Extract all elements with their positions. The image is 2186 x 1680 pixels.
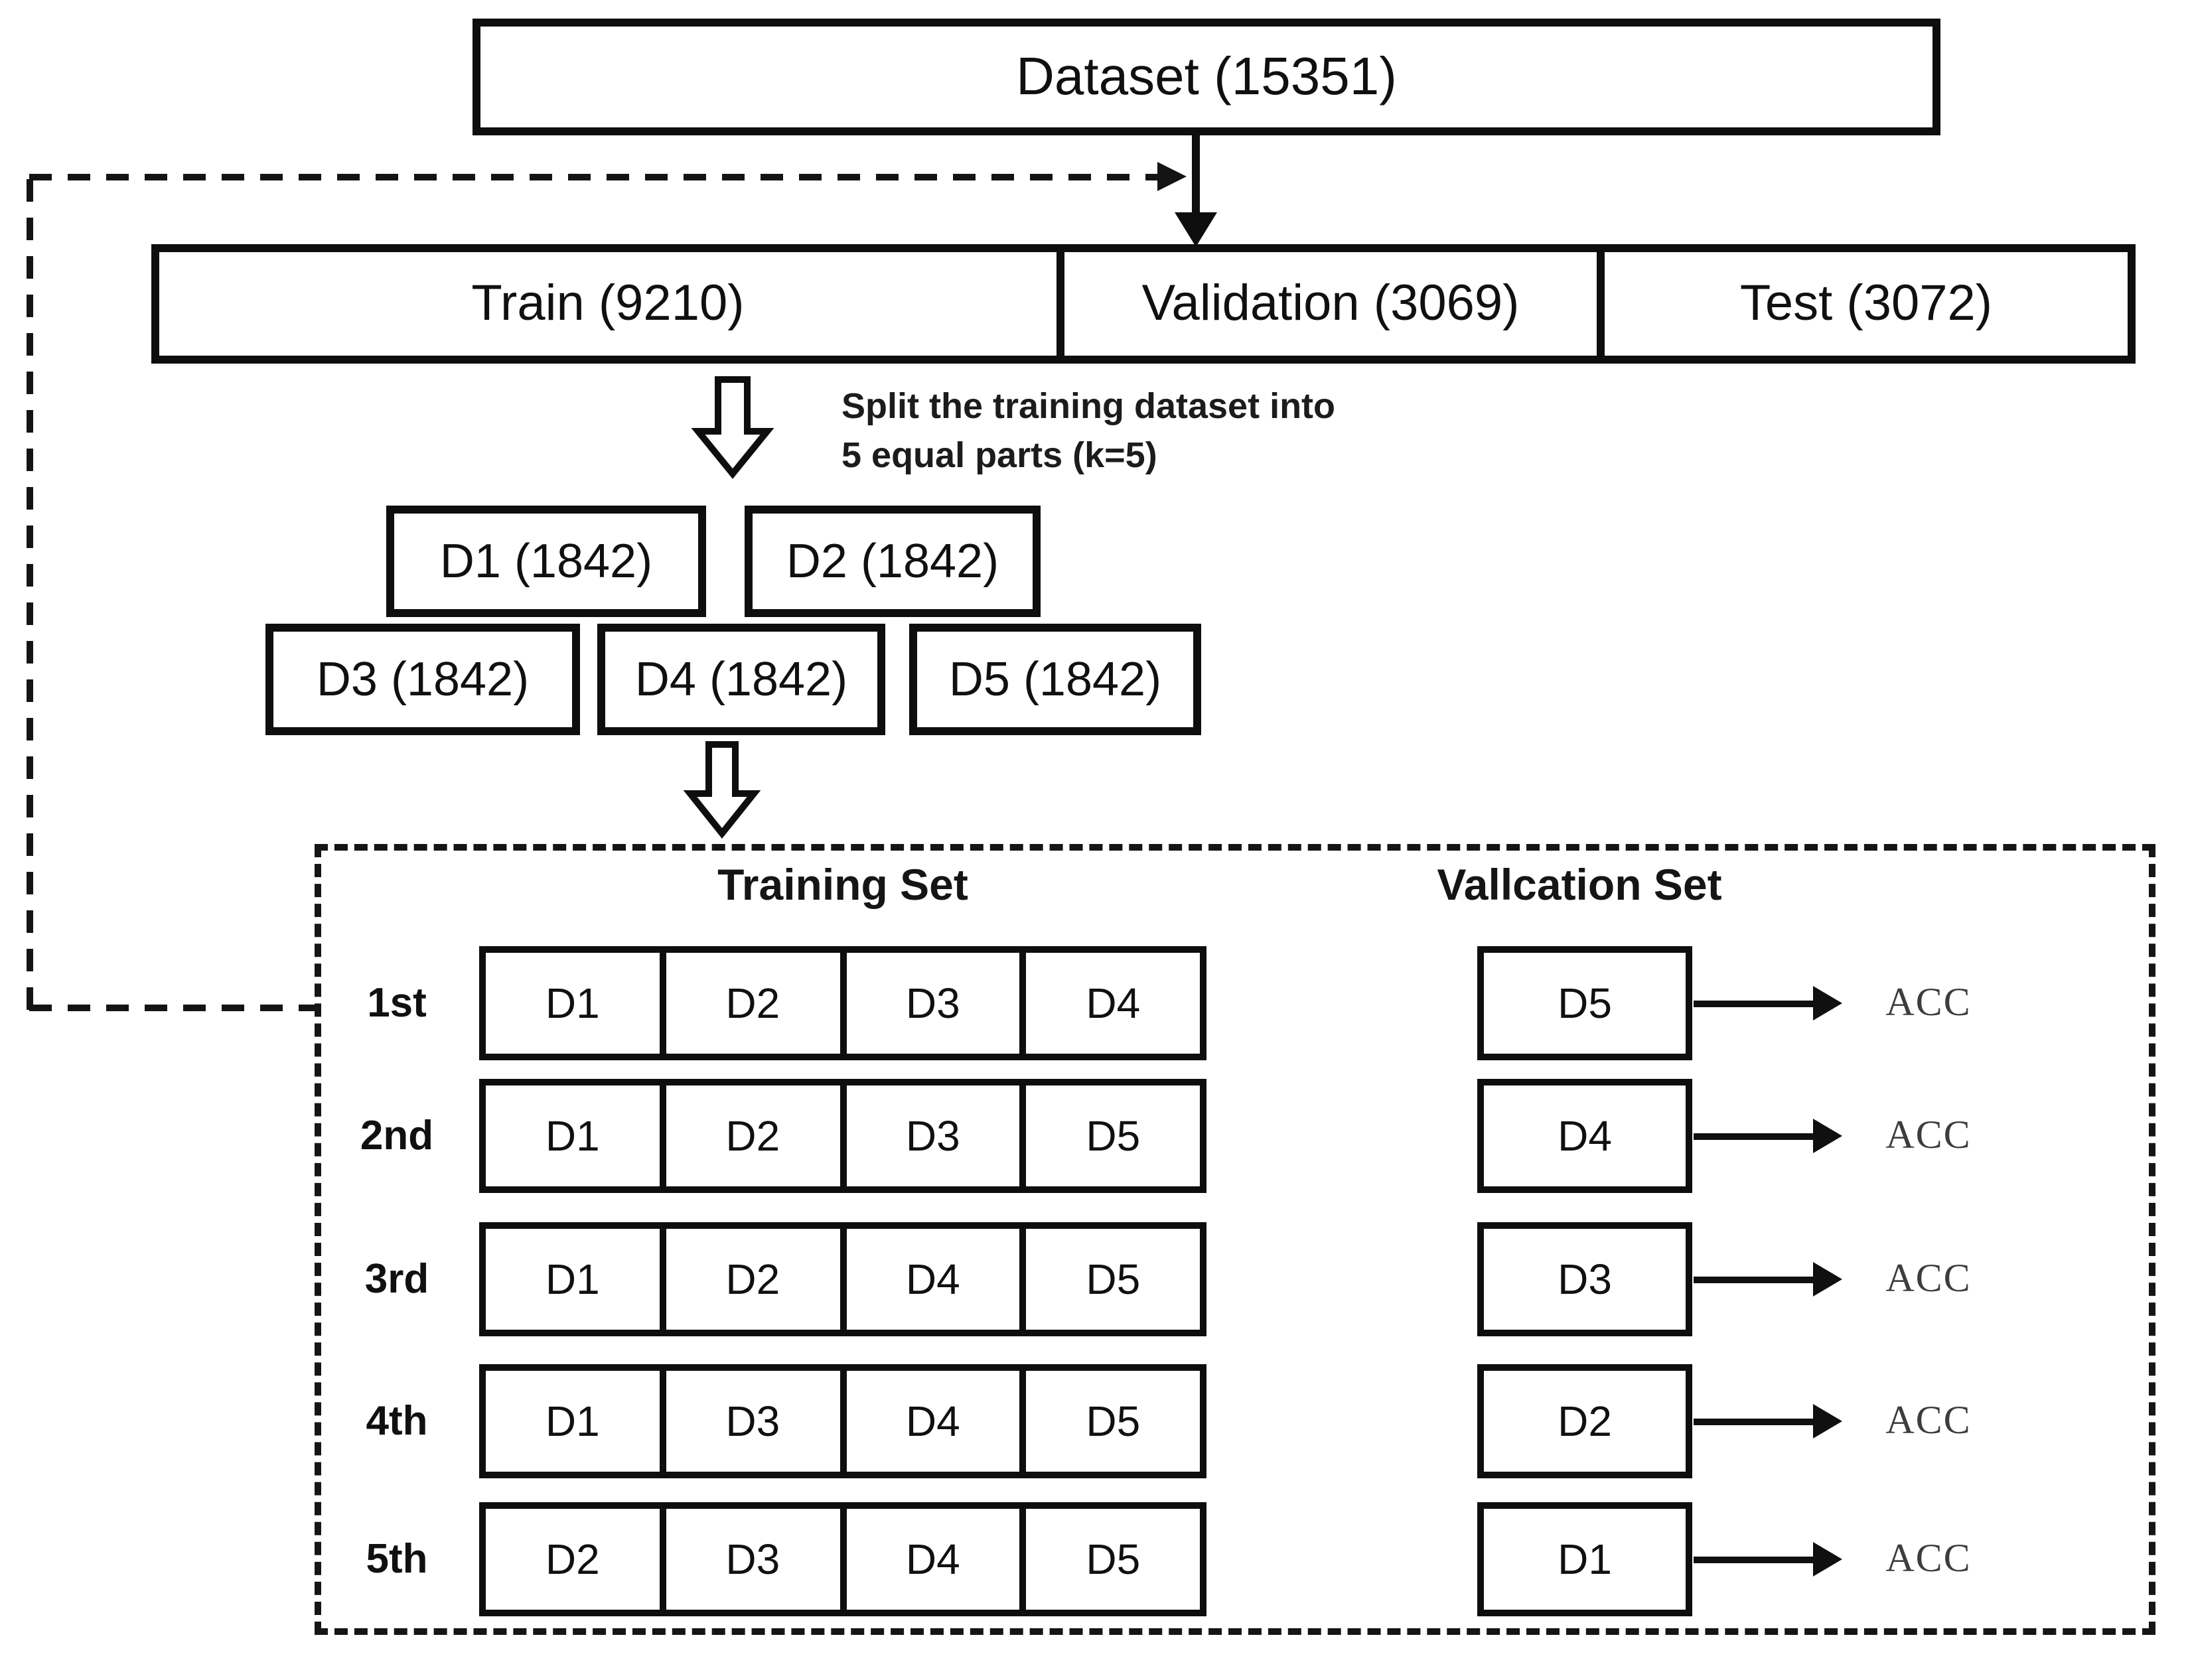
fold-4-acc-arrow-line [1694, 1419, 1817, 1425]
part-box-d1: D1 (1842) [386, 506, 706, 617]
fold-1-acc-label: ACC [1885, 981, 1972, 1024]
part-box-d5: D5 (1842) [909, 624, 1201, 735]
part-d1-label: D1 (1842) [439, 533, 653, 588]
split-note-line1: Split the training dataset into [841, 386, 1336, 426]
fold-3-train-cell: D2 [659, 1222, 846, 1336]
fold-2-validation-box: D4 [1477, 1079, 1692, 1193]
split-note: Split the training dataset into 5 equal … [841, 382, 1335, 480]
part-d4-label: D4 (1842) [634, 652, 848, 706]
right-arrow-icon [1813, 1404, 1842, 1438]
right-arrow-icon [1813, 986, 1842, 1020]
fold-1-train-cell: D3 [839, 946, 1027, 1060]
fold-3-acc-label: ACC [1885, 1257, 1972, 1300]
fold-4-training-cells: D1 D3 D4 D5 [479, 1364, 1206, 1478]
training-set-header: Training Set [717, 860, 968, 909]
right-arrow-icon [1157, 162, 1187, 191]
part-d5-label: D5 (1842) [948, 652, 1162, 706]
data-split-row: Train (9210) Validation (3069) Test (307… [151, 244, 2136, 364]
fold-4-validation-box: D2 [1477, 1364, 1692, 1478]
fold-row-1: 1st D1 D2 D3 D4 D5 ACC [0, 946, 2186, 1060]
fold-2-acc-arrow-line [1694, 1133, 1817, 1140]
dataset-box: Dataset (15351) [473, 19, 1940, 135]
hollow-down-arrow-icon [691, 376, 774, 479]
split-note-line2: 5 equal parts (k=5) [841, 435, 1157, 475]
fold-3-train-cell: D5 [1019, 1222, 1206, 1336]
fold-4-train-cell: D3 [659, 1364, 846, 1478]
fold-3-label: 3rd [364, 1255, 429, 1302]
part-box-d2: D2 (1842) [745, 506, 1041, 617]
fold-4-train-cell: D4 [839, 1364, 1027, 1478]
dataset-arrow-line [1192, 134, 1200, 219]
train-box: Train (9210) [151, 244, 1064, 364]
fold-5-train-cell: D4 [839, 1502, 1027, 1616]
part-box-d3: D3 (1842) [265, 624, 580, 735]
test-label: Test (3072) [1739, 275, 1993, 331]
validation-set-header: Vallcation Set [1437, 860, 1722, 909]
fold-1-label: 1st [367, 979, 427, 1026]
fold-5-acc-label: ACC [1885, 1537, 1972, 1580]
fold-2-label: 2nd [360, 1112, 434, 1158]
repeat-loop-bottom-dashed-line [29, 1005, 317, 1011]
fold-row-5: 5th D2 D3 D4 D5 D1 ACC [0, 1502, 2186, 1616]
fold-1-acc-arrow-line [1694, 1001, 1817, 1007]
fold-2-train-cell: D2 [659, 1079, 846, 1193]
fold-5-validation-box: D1 [1477, 1502, 1692, 1616]
fold-2-train-cell: D3 [839, 1079, 1027, 1193]
right-arrow-icon [1813, 1119, 1842, 1153]
cross-validation-dashed-box [315, 844, 2155, 1635]
fold-5-train-cell: D3 [659, 1502, 846, 1616]
right-arrow-icon [1813, 1542, 1842, 1576]
fold-2-acc-label: ACC [1885, 1113, 1972, 1157]
repeat-loop-left-dashed-line [27, 174, 33, 1010]
fold-row-2: 2nd D1 D2 D3 D5 D4 ACC [0, 1079, 2186, 1193]
dataset-label: Dataset (15351) [1016, 47, 1397, 105]
fold-2-train-cell: D1 [479, 1079, 666, 1193]
fold-3-validation-box: D3 [1477, 1222, 1692, 1336]
train-label: Train (9210) [471, 275, 745, 331]
fold-2-training-cells: D1 D2 D3 D5 [479, 1079, 1206, 1193]
fold-3-acc-arrow-line [1694, 1277, 1817, 1283]
fold-3-training-cells: D1 D2 D4 D5 [479, 1222, 1206, 1336]
test-box: Test (3072) [1597, 244, 2136, 364]
part-d2-label: D2 (1842) [786, 533, 999, 588]
fold-row-3: 3rd D1 D2 D4 D5 D3 ACC [0, 1222, 2186, 1336]
fold-3-train-cell: D1 [479, 1222, 666, 1336]
fold-5-train-cell: D2 [479, 1502, 666, 1616]
fold-1-validation-box: D5 [1477, 946, 1692, 1060]
fold-4-train-cell: D1 [479, 1364, 666, 1478]
repeat-loop-top-dashed-line [29, 174, 1163, 180]
fold-2-train-cell: D5 [1019, 1079, 1206, 1193]
part-box-d4: D4 (1842) [597, 624, 885, 735]
fold-1-train-cell: D1 [479, 946, 666, 1060]
fold-4-acc-label: ACC [1885, 1399, 1972, 1442]
validation-box: Validation (3069) [1057, 244, 1605, 364]
fold-row-4: 4th D1 D3 D4 D5 D2 ACC [0, 1364, 2186, 1478]
fold-3-train-cell: D4 [839, 1222, 1027, 1336]
fold-5-training-cells: D2 D3 D4 D5 [479, 1502, 1206, 1616]
hollow-down-arrow-icon [683, 741, 761, 839]
fold-4-label: 4th [366, 1397, 428, 1444]
part-d3-label: D3 (1842) [316, 652, 530, 706]
fold-5-acc-arrow-line [1694, 1557, 1817, 1563]
validation-label: Validation (3069) [1141, 275, 1520, 331]
down-arrow-icon [1175, 212, 1217, 247]
fold-1-train-cell: D4 [1019, 946, 1206, 1060]
fold-1-train-cell: D2 [659, 946, 846, 1060]
right-arrow-icon [1813, 1262, 1842, 1296]
fold-4-train-cell: D5 [1019, 1364, 1206, 1478]
fold-5-label: 5th [366, 1535, 428, 1582]
fold-5-train-cell: D5 [1019, 1502, 1206, 1616]
fold-1-training-cells: D1 D2 D3 D4 [479, 946, 1206, 1060]
